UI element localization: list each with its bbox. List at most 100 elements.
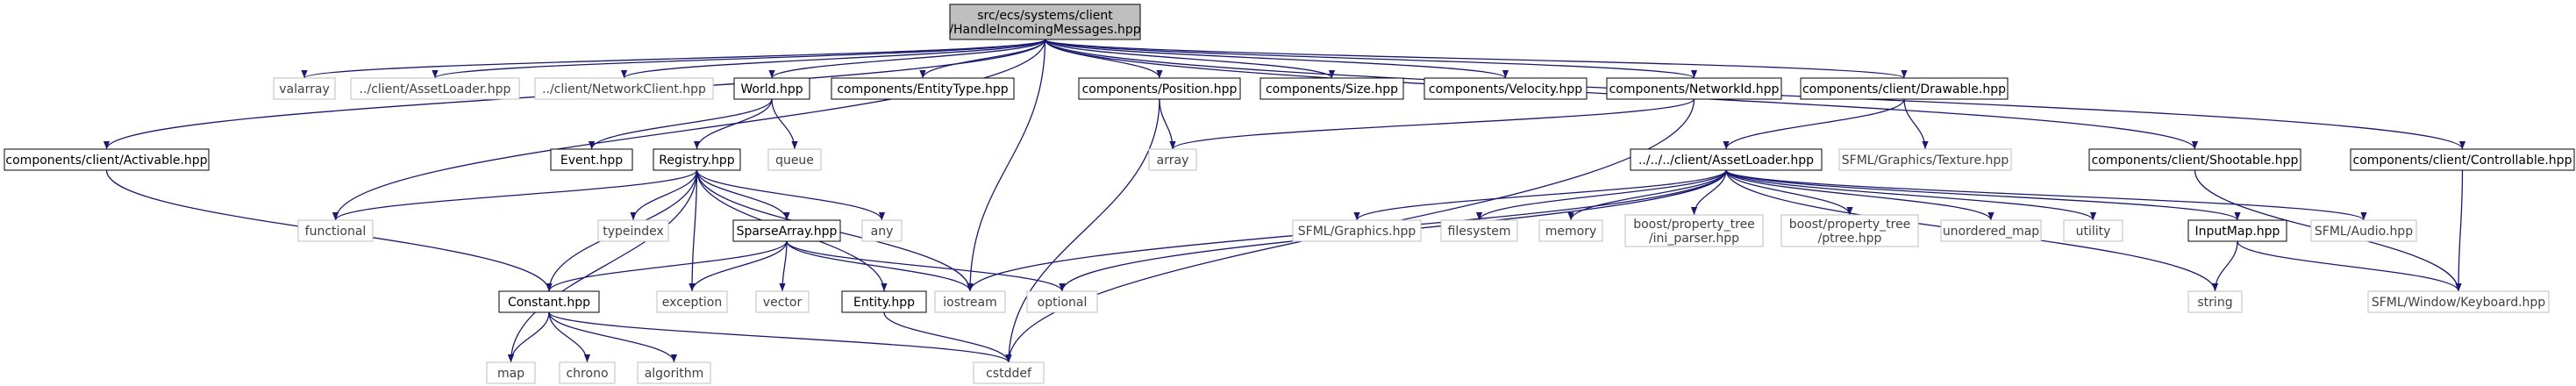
node-label-ini_parser: boost/property_tree xyxy=(1633,218,1755,232)
node-box-assetloader_client xyxy=(350,77,520,100)
edge-sparsearray-to-optional xyxy=(786,240,1066,292)
node-queue: queue xyxy=(767,148,822,171)
node-root[interactable]: src/ecs/systems/client/HandleIncomingMes… xyxy=(949,4,1141,40)
node-unordered_map: unordered_map xyxy=(1940,219,2042,242)
edge-root-to-networkid xyxy=(1044,39,1697,79)
node-box-optional xyxy=(1026,290,1098,313)
node-networkid[interactable]: components/NetworkId.hpp xyxy=(1606,77,1782,100)
node-box-map xyxy=(486,361,536,384)
edge-root-to-networkclient xyxy=(621,39,1046,79)
node-box-utility xyxy=(2063,219,2123,242)
node-position[interactable]: components/Position.hpp xyxy=(1078,77,1241,100)
node-constant[interactable]: Constant.hpp xyxy=(498,290,600,313)
node-assetloader_rel[interactable]: ../../../client/AssetLoader.hpp xyxy=(1630,148,1823,171)
node-box-controllable xyxy=(2350,148,2575,171)
node-label-ptree: boost/property_tree xyxy=(1789,218,1911,232)
node-label-root: /HandleIncomingMessages.hpp xyxy=(949,23,1141,37)
node-box-networkclient xyxy=(534,77,714,100)
node-entity[interactable]: Entity.hpp xyxy=(841,290,927,313)
node-label-optional: optional xyxy=(1038,296,1088,310)
node-registry[interactable]: Registry.hpp xyxy=(653,148,741,171)
edge-root-to-velocity xyxy=(1044,39,1509,79)
node-box-entity xyxy=(841,290,927,313)
node-label-inputmap: InputMap.hpp xyxy=(2195,225,2280,239)
node-label-map: map xyxy=(497,367,524,381)
node-box-position xyxy=(1078,77,1241,100)
edge-registry-to-map xyxy=(507,169,698,363)
node-label-utility: utility xyxy=(2076,225,2111,239)
edge-world-to-queue xyxy=(771,98,798,150)
node-typeindex: typeindex xyxy=(597,219,669,242)
node-label-ini_parser: /ini_parser.hpp xyxy=(1649,232,1739,246)
node-box-memory xyxy=(1538,219,1603,242)
node-inputmap[interactable]: InputMap.hpp xyxy=(2187,219,2287,242)
node-utility: utility xyxy=(2063,219,2123,242)
edge-sparsearray-to-vector xyxy=(779,240,788,292)
node-event[interactable]: Event.hpp xyxy=(550,148,633,171)
node-label-string: string xyxy=(2197,296,2232,310)
node-label-velocity: components/Velocity.hpp xyxy=(1429,82,1582,96)
node-label-memory: memory xyxy=(1545,225,1597,239)
node-box-iostream xyxy=(934,290,1006,313)
node-label-unordered_map: unordered_map xyxy=(1943,225,2039,239)
node-box-drawable xyxy=(1800,77,2009,100)
node-label-cstddef: cstddef xyxy=(986,367,1032,381)
node-sfml_graphics: SFML/Graphics.hpp xyxy=(1292,219,1422,242)
node-label-event: Event.hpp xyxy=(560,154,623,168)
node-box-velocity xyxy=(1424,77,1588,100)
node-label-exception: exception xyxy=(662,296,722,310)
node-shootable[interactable]: components/client/Shootable.hpp xyxy=(2088,148,2301,171)
edge-assetloader_rel-to-utility xyxy=(1725,169,2096,221)
node-label-shootable: components/client/Shootable.hpp xyxy=(2092,154,2299,168)
node-label-algorithm: algorithm xyxy=(645,367,704,381)
edge-sparsearray-to-exception xyxy=(689,240,788,292)
node-filesystem: filesystem xyxy=(1440,219,1518,242)
node-world[interactable]: World.hpp xyxy=(733,77,810,100)
node-activable[interactable]: components/client/Activable.hpp xyxy=(4,148,210,171)
node-box-sparsearray xyxy=(732,219,841,242)
node-label-any: any xyxy=(871,225,894,239)
edge-root-to-world xyxy=(768,39,1046,79)
edge-assetloader_rel-to-sfml_graphics xyxy=(1353,169,1727,221)
node-label-assetloader_rel: ../../../client/AssetLoader.hpp xyxy=(1638,154,1814,168)
edge-root-to-iostream xyxy=(967,39,1046,292)
edge-drawable-to-assetloader_rel xyxy=(1723,98,1905,150)
node-valarray: valarray xyxy=(273,77,336,100)
node-box-unordered_map xyxy=(1940,219,2042,242)
node-string: string xyxy=(2187,290,2243,313)
node-size[interactable]: components/Size.hpp xyxy=(1259,77,1404,100)
edge-sparsearray-to-iostream xyxy=(786,240,974,292)
node-label-chrono: chrono xyxy=(566,367,608,381)
node-box-world xyxy=(733,77,810,100)
edge-root-to-assetloader_client xyxy=(432,39,1046,79)
node-box-array xyxy=(1148,148,1197,171)
node-label-position: components/Position.hpp xyxy=(1082,82,1238,96)
edge-sparsearray-to-constant xyxy=(546,240,788,292)
edge-world-to-event xyxy=(588,98,773,150)
edge-assetloader_rel-to-filesystem xyxy=(1475,169,1727,221)
node-velocity[interactable]: components/Velocity.hpp xyxy=(1424,77,1588,100)
node-label-world: World.hpp xyxy=(740,82,803,96)
nodes: src/ecs/systems/client/HandleIncomingMes… xyxy=(4,4,2575,384)
node-box-algorithm xyxy=(637,361,711,384)
node-controllable[interactable]: components/client/Controllable.hpp xyxy=(2350,148,2575,171)
node-label-entity: Entity.hpp xyxy=(853,296,915,310)
edge-networkid-to-array xyxy=(1169,98,1695,150)
node-label-valarray: valarray xyxy=(279,82,329,96)
node-label-controllable: components/client/Controllable.hpp xyxy=(2353,154,2572,168)
node-networkclient: ../client/NetworkClient.hpp xyxy=(534,77,714,100)
node-vector: vector xyxy=(755,290,810,313)
node-box-inputmap xyxy=(2187,219,2287,242)
node-box-functional xyxy=(297,219,374,242)
node-label-sfml_keyboard: SFML/Window/Keyboard.hpp xyxy=(2372,296,2545,310)
node-box-sfml_keyboard xyxy=(2367,290,2550,313)
node-label-sfml_graphics: SFML/Graphics.hpp xyxy=(1298,225,1416,239)
node-iostream: iostream xyxy=(934,290,1006,313)
node-entitytype[interactable]: components/EntityType.hpp xyxy=(831,77,1015,100)
node-chrono: chrono xyxy=(559,361,616,384)
node-drawable[interactable]: components/client/Drawable.hpp xyxy=(1800,77,2009,100)
node-array: array xyxy=(1148,148,1197,171)
node-sparsearray[interactable]: SparseArray.hpp xyxy=(732,219,841,242)
node-ini_parser: boost/property_tree/ini_parser.hpp xyxy=(1624,214,1764,247)
edge-root-to-valarray xyxy=(301,39,1046,79)
